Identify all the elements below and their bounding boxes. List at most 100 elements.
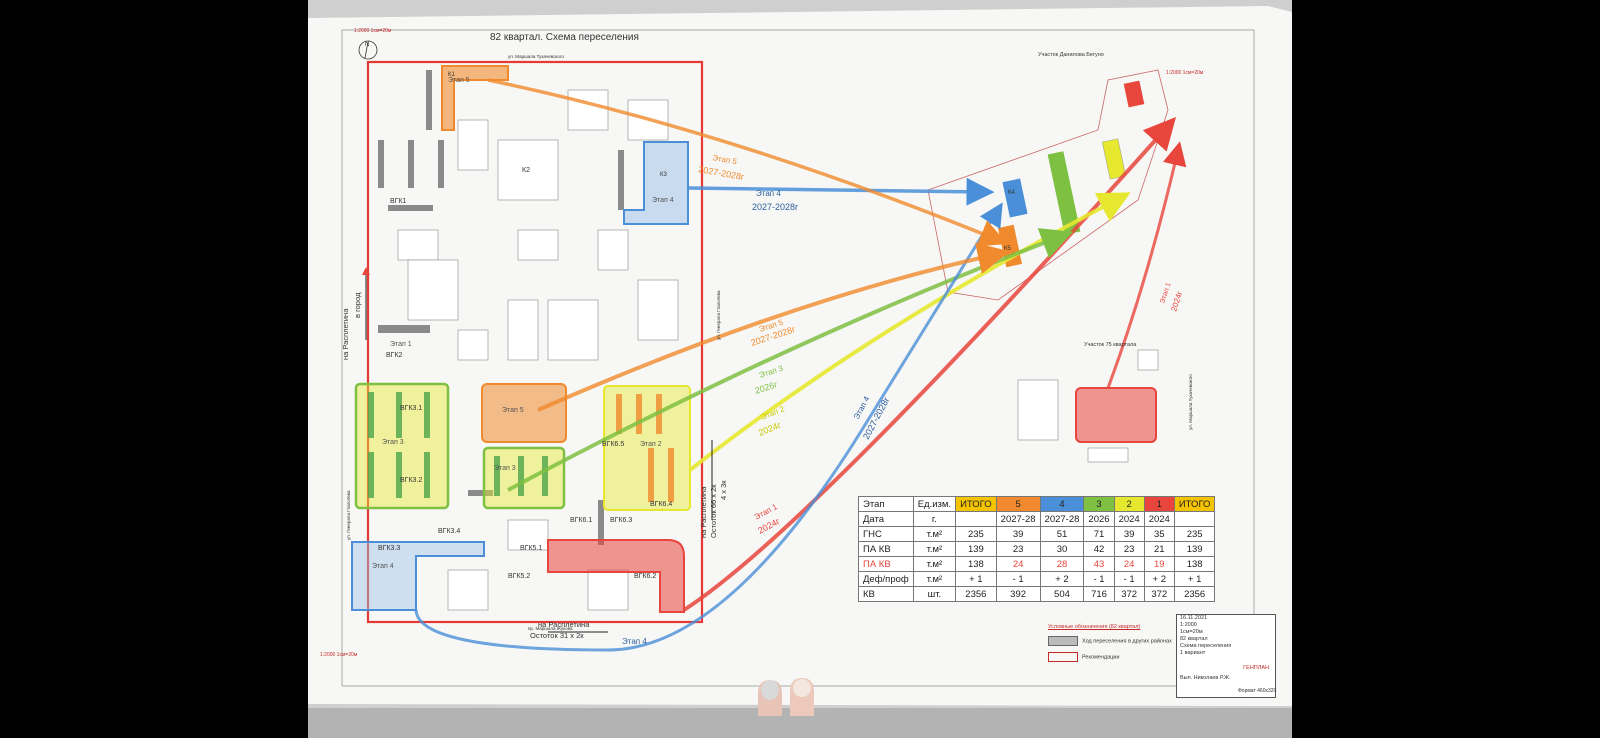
sheet-format: Формат 460х320: [1238, 688, 1277, 694]
direction-right-c: 4 х 3к: [719, 480, 728, 500]
street-bottom: пр. Маршала Жукова: [528, 626, 573, 631]
plan-sheet: 82 квартал. Схема переселения 1:2000 1см…: [308, 6, 1292, 706]
table-cell: 21: [1143, 541, 1175, 557]
fingers-holding-sheet: [758, 678, 814, 716]
table-cell: Деф/проф: [858, 571, 914, 587]
table-cell: 716: [1083, 586, 1115, 602]
table-cell: шт.: [912, 586, 957, 602]
block-vgk2: ВГК2: [386, 352, 403, 359]
legend-notes-title: Условные обозначения (82 квартал): [1048, 624, 1141, 630]
table-cell: 139: [1173, 541, 1216, 557]
table-cell: 2027-28: [1039, 511, 1085, 527]
north-arrow-icon: [358, 40, 378, 60]
table-cell: - 1: [1083, 571, 1115, 587]
table-cell: + 2: [1039, 571, 1085, 587]
table-cell: ГНС: [858, 526, 914, 542]
street-top: ул. Маршала Тухачевского: [508, 54, 564, 59]
block-k2: К2: [522, 167, 530, 174]
title-block: 16.11.2021 1:2000 1см=20м 82 квартал Схе…: [1176, 614, 1276, 698]
header-cell: ИТОГО: [955, 496, 997, 512]
stage3-label-west: Этап 3: [382, 439, 404, 446]
table-cell: 2024: [1113, 511, 1145, 527]
table-cell: г.: [912, 511, 957, 527]
stage4-area-south: [351, 541, 485, 611]
table-cell: [955, 511, 997, 527]
building-k4: [1002, 178, 1028, 218]
table-cell: 71: [1083, 526, 1115, 542]
stage1-label-vgk2: Этап 1: [390, 341, 412, 348]
old-buildings: [378, 70, 624, 545]
stage5-arrow-north: [487, 78, 1008, 247]
direction-bottom-a: на Расплетина: [538, 620, 590, 629]
table-cell: 30: [1039, 541, 1085, 557]
street-left: ул. Генерала Глаголева: [346, 490, 351, 540]
stage1-arrow-from-75: [1106, 141, 1187, 389]
stage3-label-center: Этап 3: [494, 465, 516, 472]
arrow-label-stage4: Этап 4: [756, 189, 781, 198]
stage4-arrow-south: [414, 202, 1003, 652]
table-cell: 23: [1113, 541, 1145, 557]
table-cell: + 1: [1173, 571, 1216, 587]
map-title: 82 квартал. Схема переселения: [490, 32, 639, 43]
stage2-label: Этап 2: [640, 441, 662, 448]
target-k4: К4: [1008, 190, 1015, 196]
title-block-scale: 1:2000: [1180, 622, 1197, 628]
arrow-label-stage5-north: Этап 5: [712, 153, 739, 166]
stage1-area: [547, 539, 685, 613]
table-cell: 504: [1039, 586, 1085, 602]
legend-notes: Условные обозначения (82 квартал) Ход пе…: [1048, 624, 1172, 662]
table-cell: т.м²: [912, 571, 957, 587]
table-cell: 39: [995, 526, 1041, 542]
table-cell: - 1: [1113, 571, 1145, 587]
direction-left-a: на Расплетина: [341, 308, 350, 360]
direction-right-b: Остоток 66 х 2к: [709, 484, 718, 538]
table-cell: 51: [1039, 526, 1085, 542]
legend-swatch-red: [1048, 652, 1078, 662]
block-k1: К1: [448, 72, 455, 78]
table-cell: 39: [1113, 526, 1145, 542]
table-cell: [1173, 511, 1216, 527]
table-cell: 372: [1113, 586, 1145, 602]
table-cell: 24: [995, 556, 1041, 572]
table-cell: 235: [955, 526, 997, 542]
table-cell: т.м²: [912, 526, 957, 542]
building-k1: [1123, 80, 1145, 108]
legend-swatch-grey: [1048, 636, 1078, 646]
scale-top-left: 1:2000 1см=20м: [354, 28, 392, 34]
plot-75-buildings: [1017, 349, 1159, 463]
title-block-scale2: 1см=20м: [1180, 629, 1203, 635]
block-vgk61: ВГК6.1: [570, 517, 592, 524]
block-vgk62: ВГК6.2: [634, 573, 656, 580]
header-cell: 1: [1143, 496, 1175, 512]
table-header-row: Этап Ед.изм. ИТОГО 5 4 3 2 1 ИТОГО: [858, 496, 1216, 512]
block-k3: К3: [660, 172, 667, 178]
legend-item-2: Рекомендации: [1082, 654, 1120, 661]
north-label: N: [365, 42, 369, 48]
title-block-variant: 1 вариант: [1180, 650, 1206, 656]
stage5-label-north: Этап 5: [448, 77, 470, 84]
direction-left-b: в город: [353, 292, 362, 318]
table-cell: 138: [1173, 556, 1216, 572]
table-cell: 43: [1083, 556, 1115, 572]
table-cell: 35: [1143, 526, 1175, 542]
header-cell: ИТОГО: [1173, 496, 1216, 512]
table-cell: 2356: [955, 586, 997, 602]
block-vgk65: ВГК6.5: [602, 441, 624, 448]
stage5-arrow-center: [537, 242, 1010, 412]
block-vgk31: ВГК3.1: [400, 405, 422, 412]
block-vgk52: ВГК5.2: [508, 573, 530, 580]
stage1-target: [1075, 387, 1157, 443]
table-cell: т.м²: [912, 556, 957, 572]
table-cell: 392: [995, 586, 1041, 602]
direction-right-a: на Расплетина: [699, 486, 708, 538]
header-cell: 4: [1039, 496, 1085, 512]
table-cell: 2356: [1173, 586, 1216, 602]
block-vgk64: ВГК6.4: [650, 501, 672, 508]
header-cell: 5: [995, 496, 1041, 512]
title-block-date: 16.11.2021: [1180, 615, 1208, 621]
